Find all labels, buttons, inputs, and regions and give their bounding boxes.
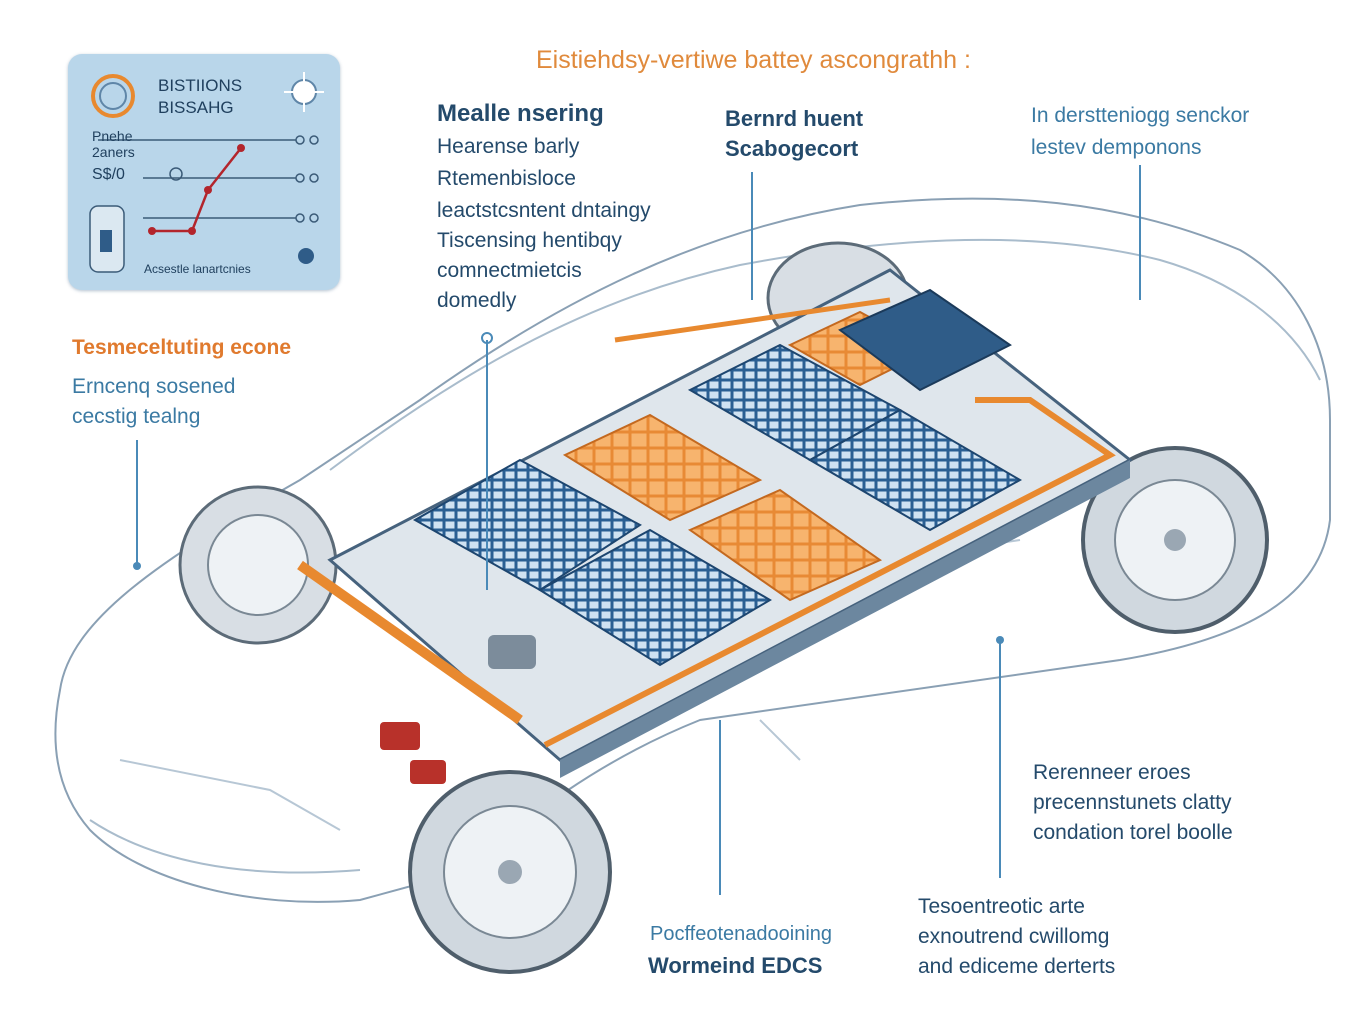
left-heading: Tesmeceltuting econe <box>72 336 292 359</box>
motor-component <box>488 635 536 669</box>
battery-module <box>412 458 642 592</box>
left-line-1: Erncenq sosened <box>72 375 236 398</box>
right1-line-2: precennstunets clatty <box>1033 791 1232 814</box>
left-line-2: cecstig tealng <box>72 405 201 428</box>
panel-graphics <box>89 72 324 273</box>
right2-line-1: Tesoentreotic arte <box>918 895 1085 918</box>
orange-conduit <box>543 397 1116 748</box>
top-mid-line-1: Bernrd huent <box>725 106 864 131</box>
battery-module-orange <box>562 413 763 522</box>
leader-dots <box>133 332 1004 644</box>
wheel-rear-right <box>1081 446 1269 634</box>
sun-icon <box>284 72 324 112</box>
top-left-line-5: comnectmietcis <box>437 259 582 282</box>
top-left-heading: Mealle nsering <box>437 100 604 127</box>
panel-rows <box>98 139 296 219</box>
top-left-line-4: Tiscensing hentibqy <box>437 229 622 252</box>
right2-line-2: exnoutrend cwillomg <box>918 925 1110 948</box>
status-dot <box>298 248 314 264</box>
gauge-icon <box>91 74 135 118</box>
panel-trend-line <box>152 147 242 233</box>
bottom-line-1: Pocffeotenadooining <box>650 923 833 945</box>
wheel-front-left <box>178 485 338 645</box>
battery-module <box>538 528 772 667</box>
control-electronics <box>838 288 1012 392</box>
top-left-line-2: Rtemenbisloce <box>437 167 576 190</box>
wheel-front-bottom <box>408 770 612 974</box>
motor-component <box>380 722 420 750</box>
toggle-icons <box>169 135 319 223</box>
top-right-line-2: lestev demponons <box>1031 136 1202 159</box>
battery-module <box>807 408 1023 532</box>
panel-footer: Acsestle lanartcnies <box>144 262 251 276</box>
orange-conduit <box>297 560 523 725</box>
panel-row-label1: Pnehe <box>92 128 133 144</box>
top-left-line-6: domedly <box>437 289 517 312</box>
panel-header-line2: BISSAHG <box>158 98 234 117</box>
right1-line-1: Rerenneer eroes <box>1033 761 1191 784</box>
right2-line-3: and ediceme derterts <box>918 955 1116 978</box>
orange-conduit <box>614 297 891 343</box>
top-mid-line-2: Scabogecort <box>725 136 859 161</box>
panel-row-value: S$/0 <box>92 166 125 183</box>
battery-module-orange <box>687 488 883 602</box>
leader-lines <box>136 165 1141 895</box>
diagram-title: Eistiehdsy-vertiwe battey ascongrathh : <box>536 46 971 74</box>
panel-header-line1: BISTIIONS <box>158 76 243 95</box>
motor-component <box>410 760 446 784</box>
status-panel: BISTIIONS BISSAHG Pnehe 2aners S$/0 Acse… <box>68 54 340 290</box>
top-left-line-3: leactstcsntent dntaingy <box>437 199 651 222</box>
bottom-line-2: Wormeind EDCS <box>648 953 823 978</box>
battery-pack <box>297 268 1133 784</box>
top-right-line-1: In derstteniogg senckor <box>1031 104 1250 127</box>
top-left-line-1: Hearense barly <box>437 135 580 158</box>
panel-row-label2: 2aners <box>92 144 135 160</box>
right1-line-3: condation torel boolle <box>1033 821 1233 844</box>
